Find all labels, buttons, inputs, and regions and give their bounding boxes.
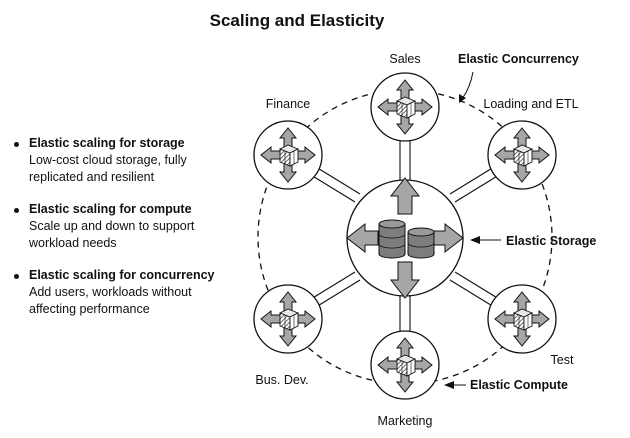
bullet-text: Add users, workloads without: [29, 285, 192, 299]
bullet-dot: [14, 274, 19, 279]
node-marketing: [370, 330, 440, 400]
bullet-text: replicated and resilient: [29, 170, 155, 184]
callout-elastic-compute: Elastic Compute: [470, 378, 568, 392]
node-label-loading: Loading and ETL: [483, 97, 578, 111]
bullet-text: workload needs: [29, 236, 117, 250]
node-label-test: Test: [551, 353, 574, 367]
node-label-busdev: Bus. Dev.: [255, 373, 308, 387]
database-icon: [378, 219, 406, 259]
bullet-dot: [14, 142, 19, 147]
node-loading: [487, 120, 557, 190]
database-icon: [407, 227, 435, 259]
node-label-marketing: Marketing: [378, 414, 433, 428]
bullet-concurrency: Elastic scaling for concurrency Add user…: [14, 267, 244, 318]
bullet-text: Scale up and down to support: [29, 219, 195, 233]
arrowhead-icon: [444, 381, 454, 389]
bullet-dot: [14, 208, 19, 213]
bullet-heading: Elastic scaling for storage: [29, 136, 185, 150]
callout-elastic-concurrency: Elastic Concurrency: [458, 52, 579, 66]
node-sales: [370, 72, 440, 142]
node-label-sales: Sales: [389, 52, 420, 66]
bullet-storage: Elastic scaling for storage Low-cost clo…: [14, 135, 244, 186]
node-finance: [253, 120, 323, 190]
bullet-text: affecting performance: [29, 302, 150, 316]
node-busdev: [253, 284, 323, 354]
callout-elastic-storage: Elastic Storage: [506, 234, 596, 248]
arrowhead-icon: [459, 94, 466, 103]
arrowhead-icon: [470, 236, 480, 244]
bullet-heading: Elastic scaling for concurrency: [29, 268, 215, 282]
concurrency-ring: [257, 89, 553, 385]
callout-pointer: [461, 71, 474, 100]
node-label-finance: Finance: [266, 97, 311, 111]
bullet-heading: Elastic scaling for compute: [29, 202, 192, 216]
bullet-list: Elastic scaling for storage Low-cost clo…: [14, 135, 244, 333]
bullet-text: Low-cost cloud storage, fully: [29, 153, 187, 167]
node-test: [487, 284, 557, 354]
bullet-compute: Elastic scaling for compute Scale up and…: [14, 201, 244, 252]
storage-hub: [346, 177, 464, 299]
diagram-title: Scaling and Elasticity: [209, 11, 385, 30]
spokes: [310, 141, 500, 331]
